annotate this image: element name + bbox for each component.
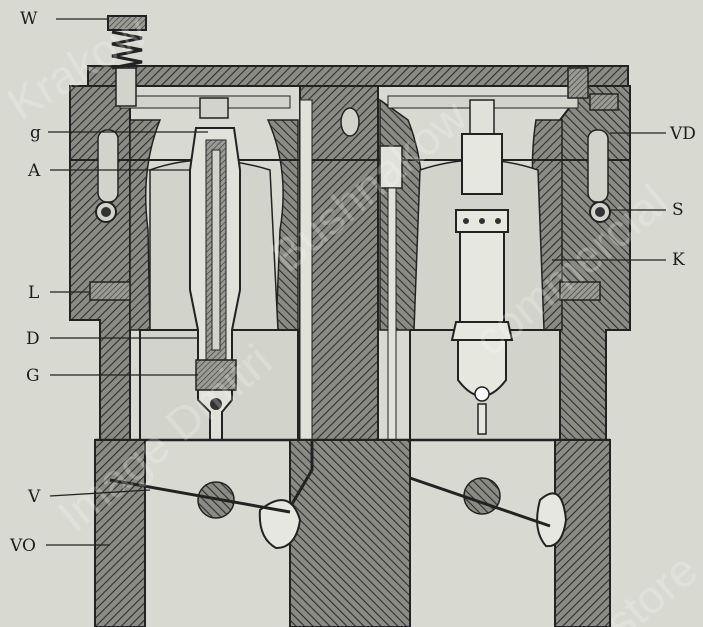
cylinder-head xyxy=(69,65,631,441)
label-g-upper-text: G xyxy=(26,366,40,386)
bolt-left xyxy=(89,281,131,301)
center-rod xyxy=(299,99,403,441)
label-k: K xyxy=(552,250,685,270)
label-k-text: K xyxy=(672,250,685,270)
svg-text:store: store xyxy=(595,543,703,627)
vent-plug xyxy=(567,67,619,111)
label-w-text: W xyxy=(20,9,38,29)
label-g-text: g xyxy=(30,123,41,143)
label-d: D xyxy=(26,329,198,349)
label-w: W xyxy=(20,9,108,29)
injector-right xyxy=(450,99,514,435)
label-a-text: A xyxy=(27,161,41,181)
label-a: A xyxy=(27,161,190,181)
injector-left xyxy=(189,97,241,441)
cylinder-block xyxy=(94,438,611,627)
label-vd-text: VD xyxy=(669,124,696,144)
label-v: V xyxy=(27,487,151,507)
label-s: S xyxy=(610,200,684,220)
label-vo-text: VO xyxy=(9,536,36,556)
label-g-upper: G xyxy=(26,366,198,386)
label-vd: VD xyxy=(610,124,696,144)
label-v-text: V xyxy=(27,487,41,507)
label-l: L xyxy=(28,283,90,303)
label-l-text: L xyxy=(28,283,39,303)
spring-cap-w xyxy=(107,15,147,107)
label-vo: VO xyxy=(9,536,110,556)
label-d-text: D xyxy=(26,329,40,349)
label-g: g xyxy=(30,123,208,143)
label-s-text: S xyxy=(672,200,684,220)
bolt-right xyxy=(559,281,601,301)
